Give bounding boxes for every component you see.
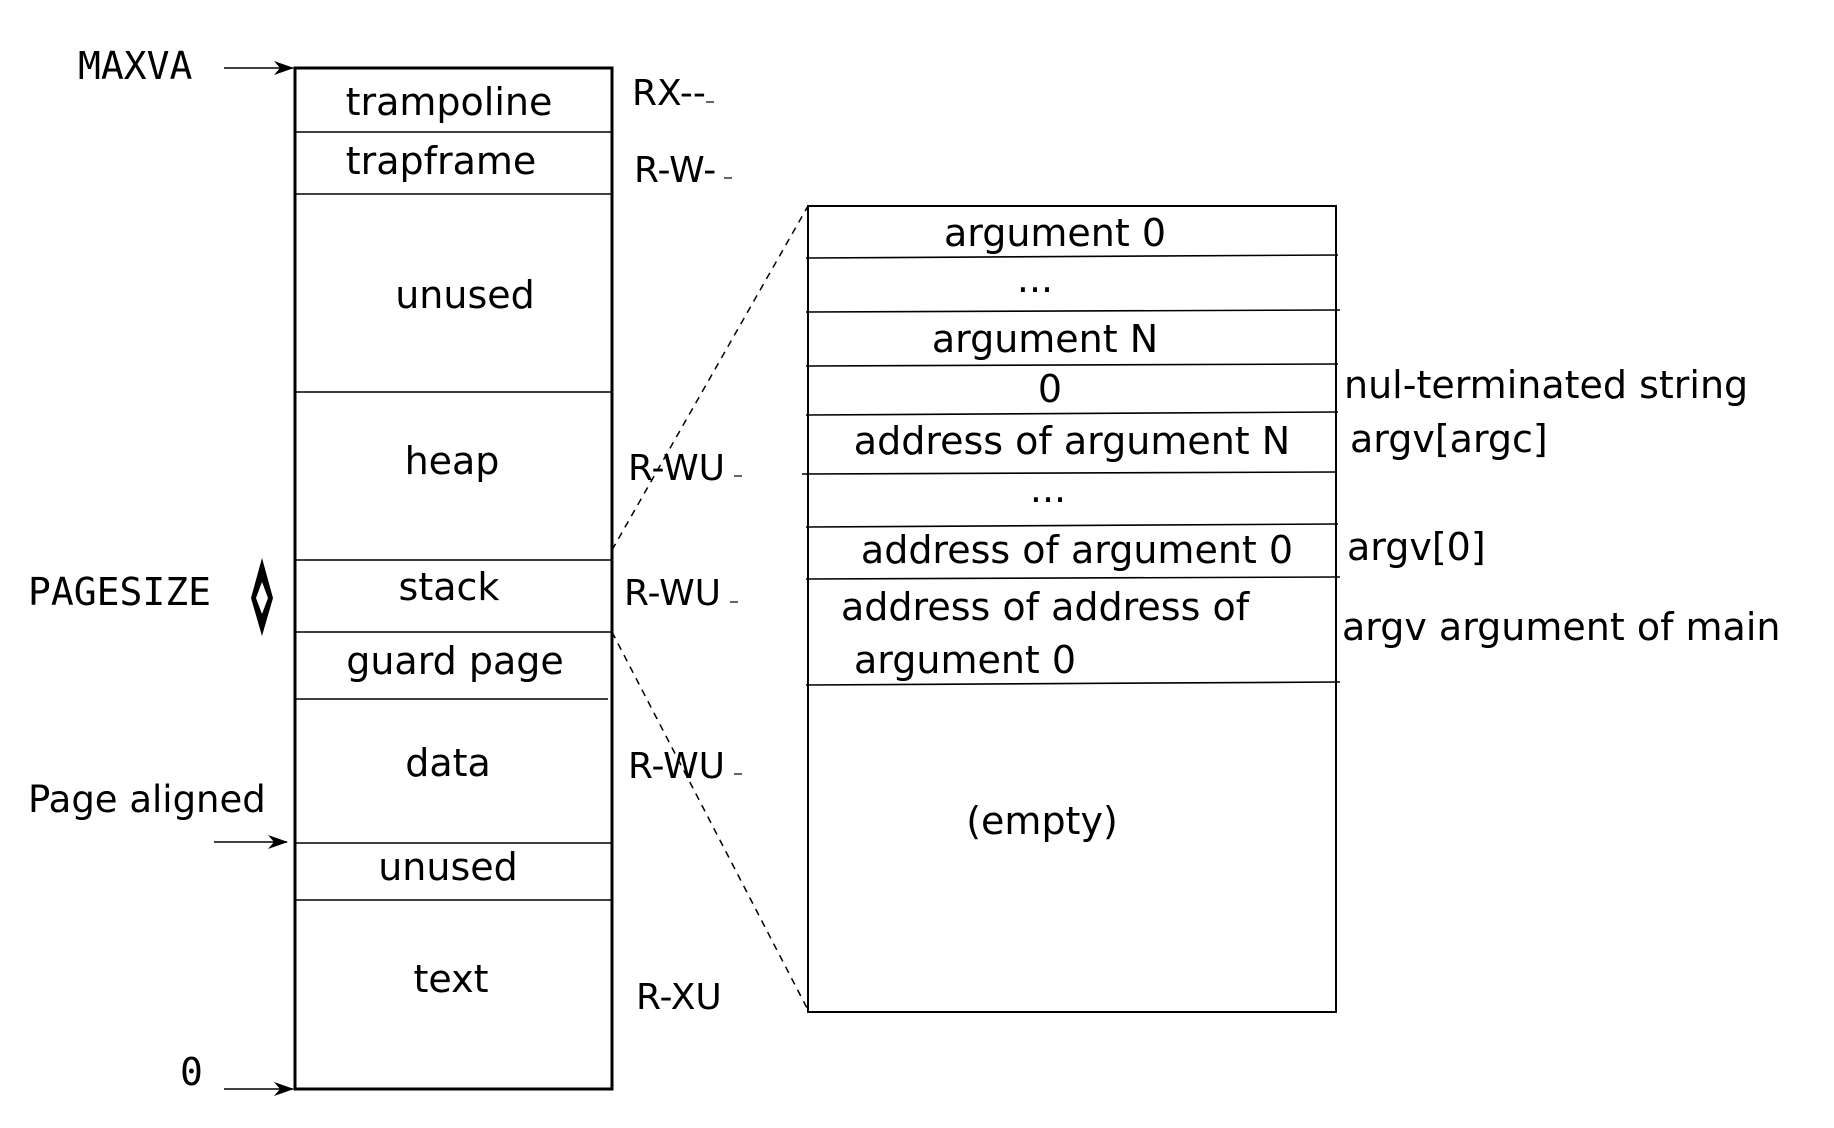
stack-divider — [805, 309, 1341, 313]
perm-label-trapframe: R-W- — [634, 150, 716, 191]
region-label-unused-lower: unused — [378, 845, 518, 889]
region-label-unused-upper: unused — [395, 273, 535, 317]
stack-cell-ellipsis-pointers: ... — [1030, 467, 1066, 511]
stack-divider — [805, 254, 1339, 259]
region-label-heap: heap — [405, 439, 500, 483]
stack-cell-address-argument-n: address of argument N — [854, 419, 1290, 463]
stack-annotations: nul-terminated string argv[argc] argv[0]… — [1342, 363, 1780, 649]
stack-cell-zero: 0 — [1038, 367, 1062, 411]
page-aligned-label: Page aligned — [28, 778, 266, 821]
stack-divider — [805, 411, 1339, 416]
region-label-guard-page: guard page — [346, 639, 564, 683]
stack-detail-outline — [807, 205, 1337, 1013]
permission-labels: RX-- R-W- R-WU R-WU R-WU R-XU — [624, 73, 742, 1018]
address-markers: MAXVA 0 PAGESIZE Page aligned — [28, 44, 294, 1096]
address-space-column: trampoline trapframe unused heap stack g… — [293, 66, 614, 1091]
annotation-argv-argument-of-main: argv argument of main — [1342, 605, 1780, 649]
stack-cell-ellipsis-strings: ... — [1017, 257, 1053, 301]
region-label-data: data — [405, 741, 491, 785]
region-label-trapframe: trapframe — [346, 139, 537, 183]
stack-cell-address-of-address-line1: address of address of — [841, 585, 1251, 629]
annotation-argv-0: argv[0] — [1347, 525, 1486, 569]
perm-label-data: R-WU — [628, 746, 725, 787]
stack-cell-argument-0: argument 0 — [944, 211, 1166, 255]
perm-label-text: R-XU — [636, 977, 722, 1018]
pagesize-double-arrow — [251, 558, 273, 636]
perm-label-heap: R-WU — [628, 448, 725, 489]
stack-divider — [805, 681, 1341, 686]
stack-divider — [805, 523, 1339, 528]
stack-cell-empty: (empty) — [966, 799, 1118, 843]
perm-label-stack: R-WU — [624, 573, 721, 614]
stack-divider — [805, 576, 1341, 580]
stack-detail-box: argument 0 ... argument N 0 address of a… — [801, 205, 1341, 1013]
stack-cell-argument-n: argument N — [932, 317, 1158, 361]
stack-cell-address-of-address-line2: argument 0 — [854, 638, 1076, 682]
stack-divider — [805, 363, 1339, 367]
region-label-text: text — [414, 957, 489, 1001]
perm-label-trampoline: RX-- — [632, 73, 706, 114]
address-space-outline — [293, 66, 614, 1091]
pagesize-label: PAGESIZE — [28, 570, 211, 614]
annotation-argv-argc: argv[argc] — [1350, 417, 1548, 461]
region-label-stack: stack — [399, 565, 500, 609]
zoom-connectors — [611, 205, 809, 1011]
maxva-label: MAXVA — [78, 44, 193, 88]
zoom-connector-top — [611, 205, 809, 551]
stack-divider — [801, 471, 1337, 475]
zero-label: 0 — [180, 1050, 203, 1094]
region-label-trampoline: trampoline — [346, 80, 553, 124]
zoom-connector-bottom — [611, 631, 809, 1011]
annotation-nul-terminated-string: nul-terminated string — [1344, 363, 1748, 407]
stack-cell-address-argument-0: address of argument 0 — [861, 528, 1293, 572]
